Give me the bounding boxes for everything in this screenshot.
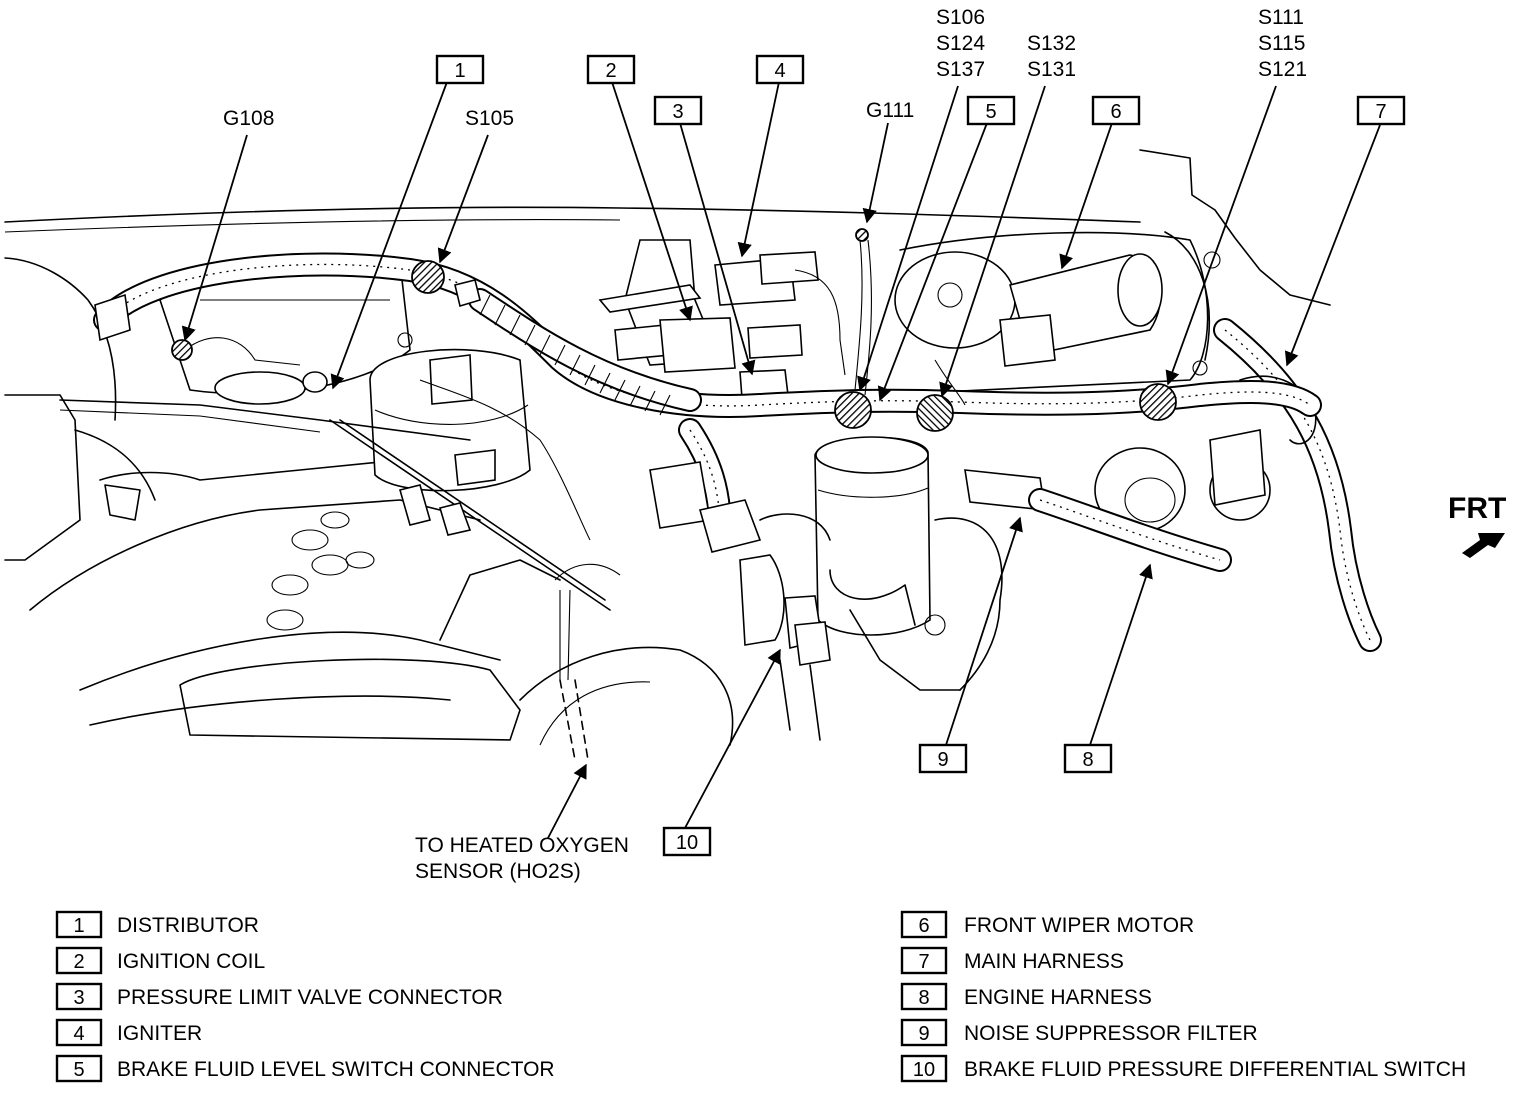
legend-number: 8 xyxy=(918,987,929,1009)
ground-g111-point xyxy=(855,228,869,242)
callout-number: 1 xyxy=(454,60,465,82)
label-s115: S115 xyxy=(1258,32,1306,55)
label-g111: G111 xyxy=(866,99,914,122)
ho2s-label-line2: SENSOR (HO2S) xyxy=(415,860,581,883)
engine-bay-illustration xyxy=(4,149,1382,761)
front-arrow-icon xyxy=(1462,533,1505,558)
legend-text: ENGINE HARNESS xyxy=(964,986,1152,1009)
splice-group-a-point xyxy=(834,391,872,429)
label-s131: S131 xyxy=(1027,58,1076,81)
label-s111: S111 xyxy=(1258,6,1304,29)
label-s106: S106 xyxy=(936,6,985,29)
legend-number: 9 xyxy=(918,1023,929,1045)
leader-lines xyxy=(181,81,1381,839)
callout-1: 1 xyxy=(435,54,485,85)
legend-number: 7 xyxy=(918,951,929,973)
callout-number: 2 xyxy=(605,60,616,82)
legend-text: IGNITION COIL xyxy=(117,950,265,973)
label-g108: G108 xyxy=(223,107,274,130)
ho2s-label-line1: TO HEATED OXYGEN xyxy=(415,834,629,857)
label-s132: S132 xyxy=(1027,32,1076,55)
callout-number: 10 xyxy=(676,832,698,854)
callout-4: 4 xyxy=(755,54,805,85)
label-s124: S124 xyxy=(936,32,985,55)
front-direction-label: FRT xyxy=(1448,492,1506,525)
legend-item-9: 9 NOISE SUPPRESSOR FILTER xyxy=(900,1018,1258,1047)
legend-item-10: 10 BRAKE FLUID PRESSURE DIFFERENTIAL SWI… xyxy=(900,1054,1466,1083)
callout-number: 7 xyxy=(1375,101,1386,123)
label-s137: S137 xyxy=(936,58,985,81)
callout-7: 7 xyxy=(1356,95,1406,126)
legend-text: BRAKE FLUID PRESSURE DIFFERENTIAL SWITCH xyxy=(964,1058,1466,1081)
splice-group-c-point xyxy=(1139,383,1177,421)
splice-group-b-point xyxy=(916,394,954,432)
callout-5: 5 xyxy=(966,95,1016,126)
legend-number: 3 xyxy=(73,987,84,1009)
legend-item-6: 6 FRONT WIPER MOTOR xyxy=(900,910,1194,939)
splice-s105-point xyxy=(411,260,445,294)
legend-item-7: 7 MAIN HARNESS xyxy=(900,946,1124,975)
legend-number: 2 xyxy=(73,951,84,973)
callout-6: 6 xyxy=(1091,95,1141,126)
legend-number: 5 xyxy=(73,1059,84,1081)
legend-text: NOISE SUPPRESSOR FILTER xyxy=(964,1022,1258,1045)
legend-number: 6 xyxy=(918,915,929,937)
callout-number: 4 xyxy=(774,60,785,82)
legend-text: PRESSURE LIMIT VALVE CONNECTOR xyxy=(117,986,503,1009)
callout-number: 9 xyxy=(937,749,948,771)
legend-item-4: 4 IGNITER xyxy=(55,1018,202,1047)
legend-item-8: 8 ENGINE HARNESS xyxy=(900,982,1152,1011)
legend-text: FRONT WIPER MOTOR xyxy=(964,914,1194,937)
callout-number: 5 xyxy=(985,101,996,123)
legend-item-3: 3 PRESSURE LIMIT VALVE CONNECTOR xyxy=(55,982,503,1011)
callout-number: 3 xyxy=(672,101,683,123)
legend: 1 DISTRIBUTOR 2 IGNITION COIL 3 PRESSURE… xyxy=(55,910,1466,1083)
legend-number: 4 xyxy=(73,1023,84,1045)
callout-number: 8 xyxy=(1082,749,1093,771)
legend-text: DISTRIBUTOR xyxy=(117,914,259,937)
callout-2: 2 xyxy=(586,54,636,85)
legend-text: MAIN HARNESS xyxy=(964,950,1124,973)
legend-item-1: 1 DISTRIBUTOR xyxy=(55,910,259,939)
legend-text: BRAKE FLUID LEVEL SWITCH CONNECTOR xyxy=(117,1058,555,1081)
callout-number: 6 xyxy=(1110,101,1121,123)
legend-number: 10 xyxy=(913,1059,935,1081)
callout-3: 3 xyxy=(653,95,703,126)
legend-number: 1 xyxy=(73,915,84,937)
callout-10: 10 xyxy=(662,826,712,857)
label-s105: S105 xyxy=(465,107,514,130)
legend-item-5: 5 BRAKE FLUID LEVEL SWITCH CONNECTOR xyxy=(55,1054,555,1083)
label-s121: S121 xyxy=(1258,58,1307,81)
callout-9: 9 xyxy=(918,743,968,774)
legend-item-2: 2 IGNITION COIL xyxy=(55,946,265,975)
ground-g108-point xyxy=(171,339,193,361)
callout-8: 8 xyxy=(1063,743,1113,774)
legend-text: IGNITER xyxy=(117,1022,202,1045)
